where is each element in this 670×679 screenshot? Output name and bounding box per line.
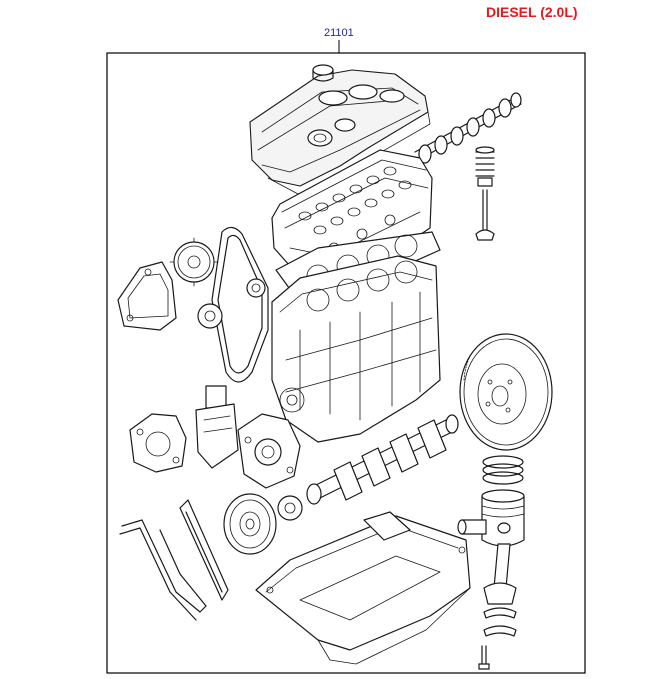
thermostat-housing[interactable] xyxy=(129,413,187,473)
diagram-frame xyxy=(106,52,586,674)
flywheel[interactable] xyxy=(459,333,553,451)
connecting-rod[interactable] xyxy=(483,543,517,605)
oil-filler-cap[interactable] xyxy=(312,64,334,82)
part-number-label: 21101 xyxy=(324,27,354,39)
camshaft-sprocket[interactable] xyxy=(169,237,219,287)
rod-bolt[interactable] xyxy=(478,645,490,670)
rod-bearings[interactable] xyxy=(483,607,517,637)
cylinder-block[interactable] xyxy=(271,255,441,443)
crankshaft[interactable] xyxy=(306,414,459,505)
idler-pulley[interactable] xyxy=(246,278,266,298)
crankshaft-sprocket[interactable] xyxy=(277,495,303,521)
oil-filter-housing[interactable] xyxy=(195,385,239,469)
engine-type-title: DIESEL (2.0L) xyxy=(486,4,578,20)
camshaft[interactable] xyxy=(414,92,522,164)
piston[interactable] xyxy=(481,489,525,547)
timing-belt[interactable] xyxy=(211,226,269,383)
oil-pan[interactable] xyxy=(255,515,471,665)
piston-rings[interactable] xyxy=(482,455,524,485)
water-pump[interactable] xyxy=(237,413,301,489)
oil-strainer[interactable] xyxy=(363,511,411,541)
valve-spring[interactable] xyxy=(475,146,495,187)
crankshaft-pulley[interactable] xyxy=(223,493,277,555)
engine-valve[interactable] xyxy=(475,189,495,241)
piston-pin[interactable] xyxy=(457,519,487,535)
serpentine-belt[interactable] xyxy=(119,499,229,621)
belt-tensioner[interactable] xyxy=(196,298,224,330)
timing-belt-cover[interactable] xyxy=(117,261,177,331)
